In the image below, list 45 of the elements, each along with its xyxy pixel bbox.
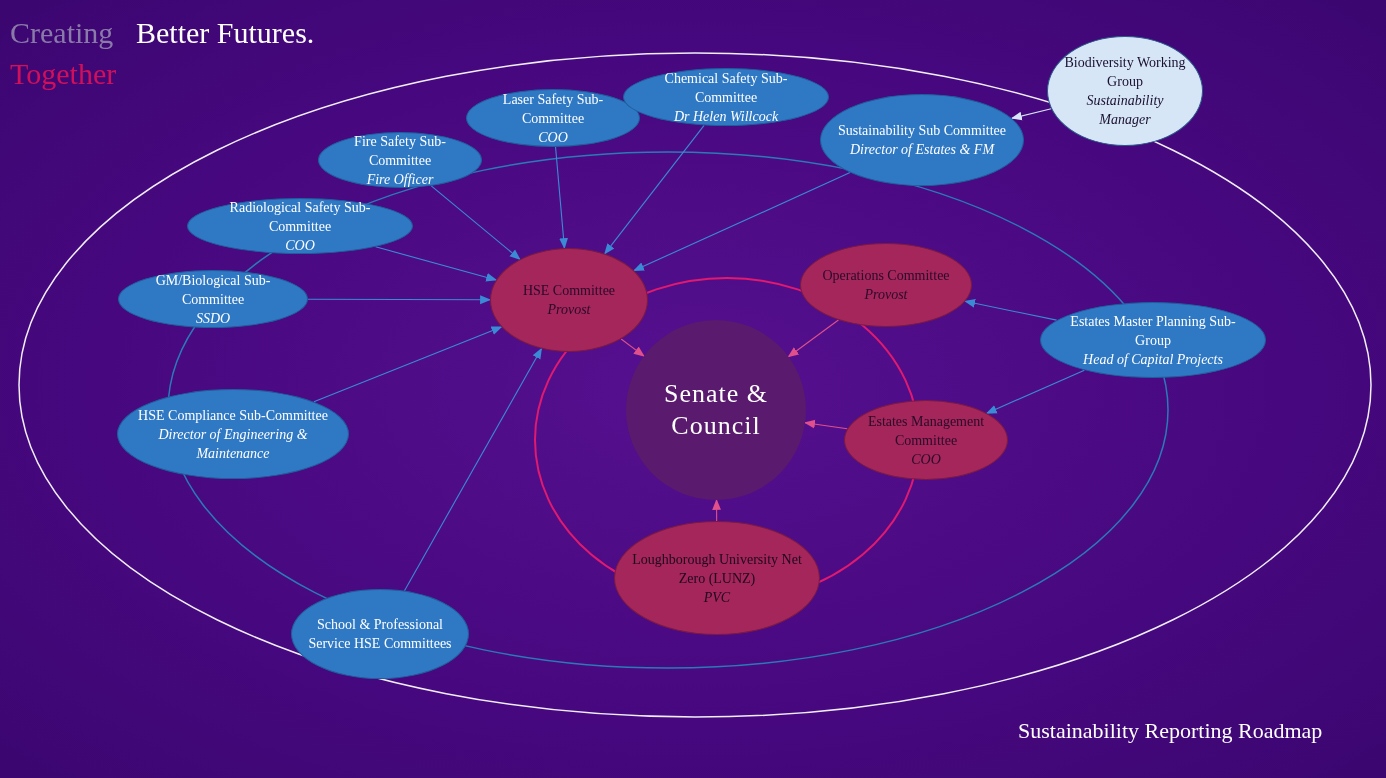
footer-title: Sustainability Reporting Roadmap [1018, 718, 1323, 744]
node-role: PVC [703, 588, 731, 607]
node-title: Operations Committee [822, 267, 950, 285]
node-title: Estates Management Committee [866, 412, 986, 450]
node-title: HSE Compliance Sub-Committee [138, 406, 328, 425]
node-title: HSE Committee [522, 282, 616, 300]
node-title: School & Professional Service HSE Committees [307, 616, 453, 653]
node-title: Fire Safety Sub-Committee [353, 132, 447, 170]
tagline: Creating [10, 16, 114, 50]
node-role: Director of Estates & FM [849, 141, 995, 159]
node-role: Dr Helen Willcock [673, 107, 779, 126]
node-role: Sustainability Manager [1085, 92, 1165, 129]
arrow [985, 369, 1085, 414]
arrow [375, 246, 498, 282]
node-role: Head of Capital Projects [1083, 350, 1223, 369]
node-title: Radiological Safety Sub-Committee [228, 198, 372, 236]
arrow [787, 319, 839, 358]
arrow [804, 419, 848, 430]
arrow [307, 295, 492, 305]
arrow [555, 146, 568, 250]
tagline: Together [10, 57, 117, 91]
node-title: Chemical Safety Sub-Committee [663, 69, 789, 107]
arrow [620, 338, 645, 357]
node-role: COO [538, 128, 568, 147]
node-role: COO [285, 236, 315, 255]
arrow [633, 172, 851, 272]
arrow [712, 498, 721, 522]
node-title: GM/Biological Sub-Committee [154, 271, 272, 309]
arrow [313, 326, 503, 403]
node-role: Provost [547, 301, 591, 319]
node-role: Director of Engineering & Maintenance [157, 425, 309, 463]
node-title: Sustainability Sub Committee [838, 122, 1006, 140]
node-role: COO [911, 450, 941, 469]
node-title: Laser Safety Sub-Committee [501, 90, 605, 128]
node-title: Loughborough University Net Zero (LUNZ) [631, 550, 803, 588]
node-title: Biodiversity Working Group [1063, 54, 1187, 91]
node-title: Estates Master Planning Sub-Group [1069, 312, 1237, 350]
arrow [1010, 108, 1052, 121]
tagline: Better Futures. [136, 16, 315, 50]
node-role: Fire Officer [366, 170, 434, 189]
arrow [604, 124, 705, 255]
node-role: SSDO [195, 309, 231, 328]
node-role: Provost [864, 286, 908, 304]
node-title: Senate & Council [663, 378, 769, 442]
arrow [964, 299, 1058, 321]
